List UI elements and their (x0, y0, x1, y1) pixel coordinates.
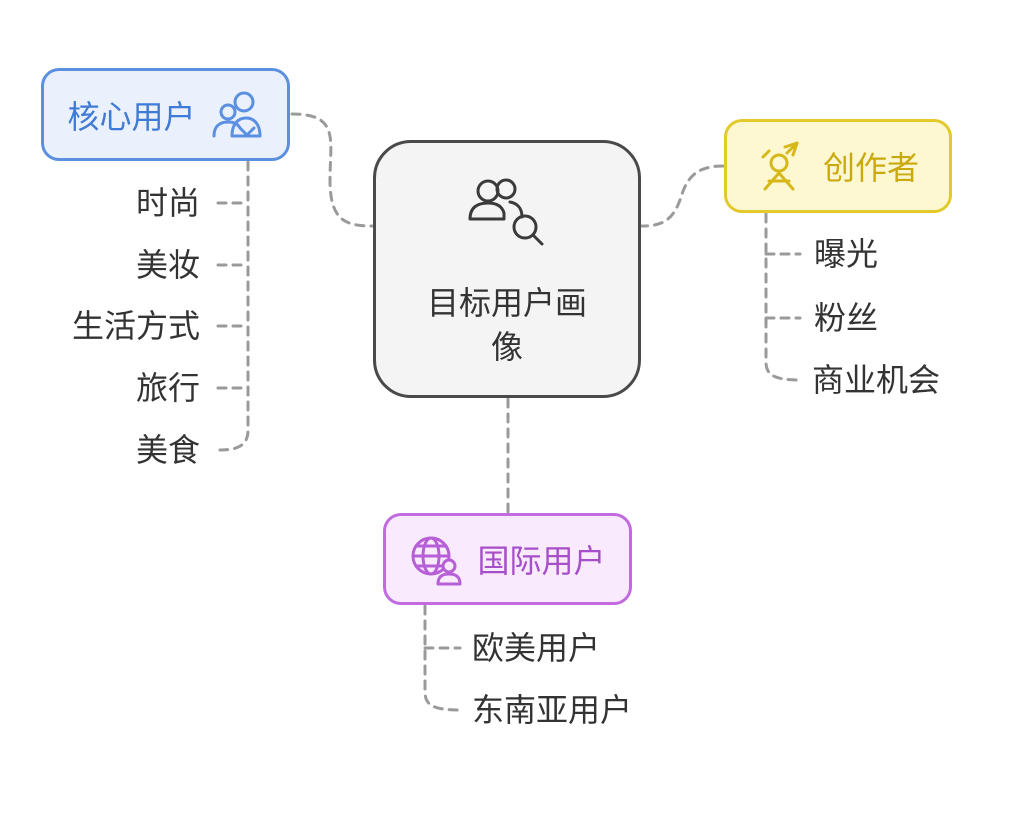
edge-creator-trunk (764, 212, 802, 382)
leaf-intl-1[interactable]: 欧美用户 (472, 629, 601, 667)
globe-user-icon (409, 532, 463, 586)
edge-core-trunk (218, 160, 250, 452)
users-search-icon (462, 169, 552, 263)
leaf-intl-2[interactable]: 东南亚用户 (472, 691, 633, 729)
leaf-creator-2[interactable]: 粉丝 (814, 299, 879, 337)
edge-intl-trunk (423, 604, 462, 712)
leaf-core-4[interactable]: 旅行 (135, 369, 200, 407)
leaf-core-2[interactable]: 美妆 (135, 246, 200, 284)
branch-core-users[interactable]: 核心用户 (41, 68, 290, 161)
branch-core-label: 核心用户 (67, 97, 196, 136)
leaf-core-3[interactable]: 生活方式 (71, 307, 200, 345)
user-group-icon (210, 88, 264, 142)
center-node[interactable]: 目标用户画像 (373, 140, 641, 398)
branch-creators-label: 创作者 (822, 149, 919, 187)
branch-creators[interactable]: 创作者 (724, 119, 952, 213)
center-title: 目标用户画像 (426, 284, 587, 366)
leaf-creator-3[interactable]: 商业机会 (812, 361, 941, 399)
leaf-core-1[interactable]: 时尚 (135, 184, 200, 222)
branch-international-label: 国际用户 (477, 542, 606, 580)
leaf-core-5[interactable]: 美食 (135, 431, 200, 469)
leaf-creator-1[interactable]: 曝光 (814, 235, 879, 273)
edge-core-center (290, 112, 374, 228)
branch-international-users[interactable]: 国际用户 (383, 513, 632, 605)
edge-creator-center (640, 164, 725, 228)
creator-icon (757, 139, 803, 193)
